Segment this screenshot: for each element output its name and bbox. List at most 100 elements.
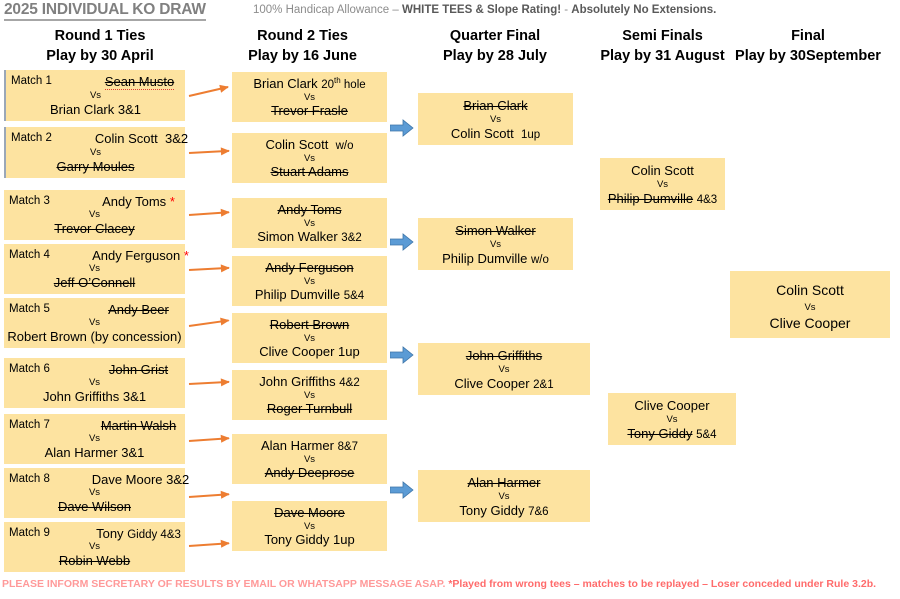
match-box-r2-3[interactable]: Andy Toms Vs Simon Walker 3&2: [232, 198, 387, 248]
vs-label: Vs: [666, 414, 678, 425]
match-box-qf-3[interactable]: John Griffiths Vs Clive Cooper 2&1: [418, 343, 590, 395]
player-bottom: Clive Cooper 2&1: [454, 376, 554, 391]
match-box-r1-2[interactable]: Match 2 Colin Scott 3&2 Vs Garry Moules: [4, 127, 188, 178]
subtitle-part-4: Absolutely No Extensions.: [571, 4, 717, 16]
connector-arrow-qf-4: [389, 480, 414, 500]
match-box-r2-5[interactable]: Robert Brown Vs Clive Cooper 1up: [232, 313, 387, 363]
vs-label: Vs: [303, 276, 316, 287]
player-top: Andy Toms *: [102, 194, 175, 209]
connector-arrow-r1-6: [188, 380, 229, 385]
player-bottom: Trevor Frasle: [271, 103, 348, 118]
column-header-round1: Round 1 Ties Play by 30 April: [0, 26, 200, 66]
match-label: Match 2: [11, 132, 52, 144]
match-box-r1-1[interactable]: Match 1 Sean Musto Vs Brian Clark 3&1: [4, 70, 185, 121]
player-bottom: Robin Webb: [58, 553, 131, 568]
match-box-sf-2[interactable]: Clive Cooper Vs Tony Giddy 5&4: [608, 393, 736, 445]
vs-label: Vs: [656, 179, 669, 190]
player-bottom: Philip Dumville 4&3: [607, 191, 718, 206]
footer-note: PLEASE INFORM SECRETARY OF RESULTS BY EM…: [2, 578, 898, 590]
match-box-r2-4[interactable]: Andy Ferguson Vs Philip Dumville 5&4: [232, 256, 387, 306]
player-top: Andy Ferguson *: [92, 248, 189, 263]
vs-label: Vs: [303, 454, 316, 465]
column-header-final: Final Play by 30September: [718, 26, 898, 66]
title-subtitle: 100% Handicap Allowance – WHITE TEES & S…: [253, 4, 716, 16]
vs-label: Vs: [303, 390, 316, 401]
player-top: Andy Ferguson: [265, 260, 354, 275]
match-box-r2-7[interactable]: Alan Harmer 8&7 Vs Andy Deeprose: [232, 434, 387, 484]
match-label: Match 7: [9, 419, 50, 431]
vs-label: Vs: [88, 263, 101, 274]
player-top: Colin Scott w/o: [265, 137, 354, 152]
player-bottom: Clive Cooper: [769, 315, 851, 331]
player-top: John Griffiths 4&2: [259, 374, 360, 389]
match-label: Match 1: [11, 75, 52, 87]
player-bottom: Garry Moules: [56, 159, 135, 174]
match-box-r1-3[interactable]: Match 3 Andy Toms * Vs Trevor Clacey: [4, 190, 185, 240]
player-bottom: Simon Walker 3&2: [257, 229, 362, 244]
player-bottom: Tony Giddy 1up: [264, 532, 355, 547]
replay-star-icon: *: [183, 248, 189, 263]
vs-label: Vs: [89, 147, 102, 158]
subtitle-part-1: 100% Handicap Allowance –: [253, 4, 402, 16]
player-bottom: Roger Turnbull: [266, 401, 353, 416]
match-box-qf-2[interactable]: Simon Walker Vs Philip Dumville w/o: [418, 218, 573, 270]
vs-label: Vs: [489, 114, 502, 125]
player-top: Dave Moore: [274, 505, 345, 520]
player-bottom: Colin Scott 1up: [450, 126, 541, 141]
vs-label: Vs: [88, 433, 101, 444]
column-header-round2-date: Play by 16 June: [248, 48, 357, 64]
match-box-r1-8[interactable]: Match 8 Dave Moore 3&2 Vs Dave Wilson: [4, 468, 189, 518]
vs-label: Vs: [89, 90, 102, 101]
player-top: Colin Scott 3&2: [94, 131, 189, 146]
column-header-round2-title: Round 2 Ties: [257, 28, 348, 44]
player-bottom: Tony Giddy 5&4: [627, 426, 717, 441]
match-box-r2-2[interactable]: Colin Scott w/o Vs Stuart Adams: [232, 133, 387, 183]
match-box-r2-8[interactable]: Dave Moore Vs Tony Giddy 1up: [232, 501, 387, 551]
column-header-sf-title: Semi Finals: [622, 28, 703, 44]
player-top: Brian Clark: [463, 98, 528, 113]
match-box-r1-9[interactable]: Match 9 Tony Giddy 4&3 Vs Robin Webb: [4, 522, 185, 572]
match-box-r1-6[interactable]: Match 6 John Grist Vs John Griffiths 3&1: [4, 358, 185, 408]
footer-note-red: *Played from wrong tees – matches to be …: [448, 578, 877, 590]
connector-arrow-qf-3: [389, 345, 414, 365]
vs-label: Vs: [88, 209, 101, 220]
connector-arrow-r1-5: [188, 319, 229, 327]
vs-label: Vs: [303, 92, 316, 103]
match-box-qf-1[interactable]: Brian Clark Vs Colin Scott 1up: [418, 93, 573, 145]
match-box-qf-4[interactable]: Alan Harmer Vs Tony Giddy 7&6: [418, 470, 590, 522]
vs-label: Vs: [498, 491, 510, 502]
vs-label: Vs: [303, 333, 316, 344]
column-header-quarter-final: Quarter Final Play by 28 July: [405, 26, 585, 66]
connector-arrow-r1-3: [188, 211, 229, 216]
replay-star-icon: *: [169, 194, 175, 209]
column-header-final-title: Final: [791, 28, 825, 44]
player-top: Colin Scott: [776, 282, 844, 298]
player-bottom: Philip Dumville w/o: [442, 251, 549, 266]
connector-arrow-r1-2: [188, 149, 229, 154]
player-top: Brian Clark 20th hole: [253, 76, 366, 91]
player-top: Robert Brown: [269, 317, 350, 332]
player-top: Andy Toms: [277, 202, 342, 217]
column-header-final-date: Play by 30September: [735, 48, 881, 64]
match-label: Match 4: [9, 249, 50, 261]
player-bottom: Dave Wilson: [58, 499, 131, 514]
match-box-r1-4[interactable]: Match 4 Andy Ferguson * Vs Jeff O’Connel…: [4, 244, 189, 294]
column-header-round2: Round 2 Ties Play by 16 June: [200, 26, 405, 66]
match-box-r1-5[interactable]: Match 5 Andy Beer Vs Robert Brown (by co…: [4, 298, 185, 348]
vs-label: Vs: [303, 218, 316, 229]
match-box-r2-6[interactable]: John Griffiths 4&2 Vs Roger Turnbull: [232, 370, 387, 420]
match-box-r1-7[interactable]: Match 7 Martin Walsh Vs Alan Harmer 3&1: [4, 414, 185, 464]
player-bottom: Clive Cooper 1up: [259, 344, 360, 359]
player-bottom: Brian Clark 3&1: [49, 102, 142, 117]
player-bottom: Andy Deeprose: [264, 465, 355, 480]
player-bottom: Trevor Clacey: [54, 221, 135, 236]
player-top: Dave Moore 3&2: [91, 472, 190, 487]
player-top: Tony Giddy 4&3: [96, 526, 181, 541]
player-top: John Griffiths: [465, 348, 543, 363]
connector-arrow-r1-7: [188, 437, 229, 442]
player-top-score: 20th hole: [321, 76, 366, 91]
column-header-round1-title: Round 1 Ties: [54, 28, 146, 44]
match-box-final[interactable]: Colin Scott Vs Clive Cooper: [730, 271, 890, 338]
match-box-sf-1[interactable]: Colin Scott Vs Philip Dumville 4&3: [600, 158, 725, 210]
match-box-r2-1[interactable]: Brian Clark 20th hole Vs Trevor Frasle: [232, 72, 387, 122]
